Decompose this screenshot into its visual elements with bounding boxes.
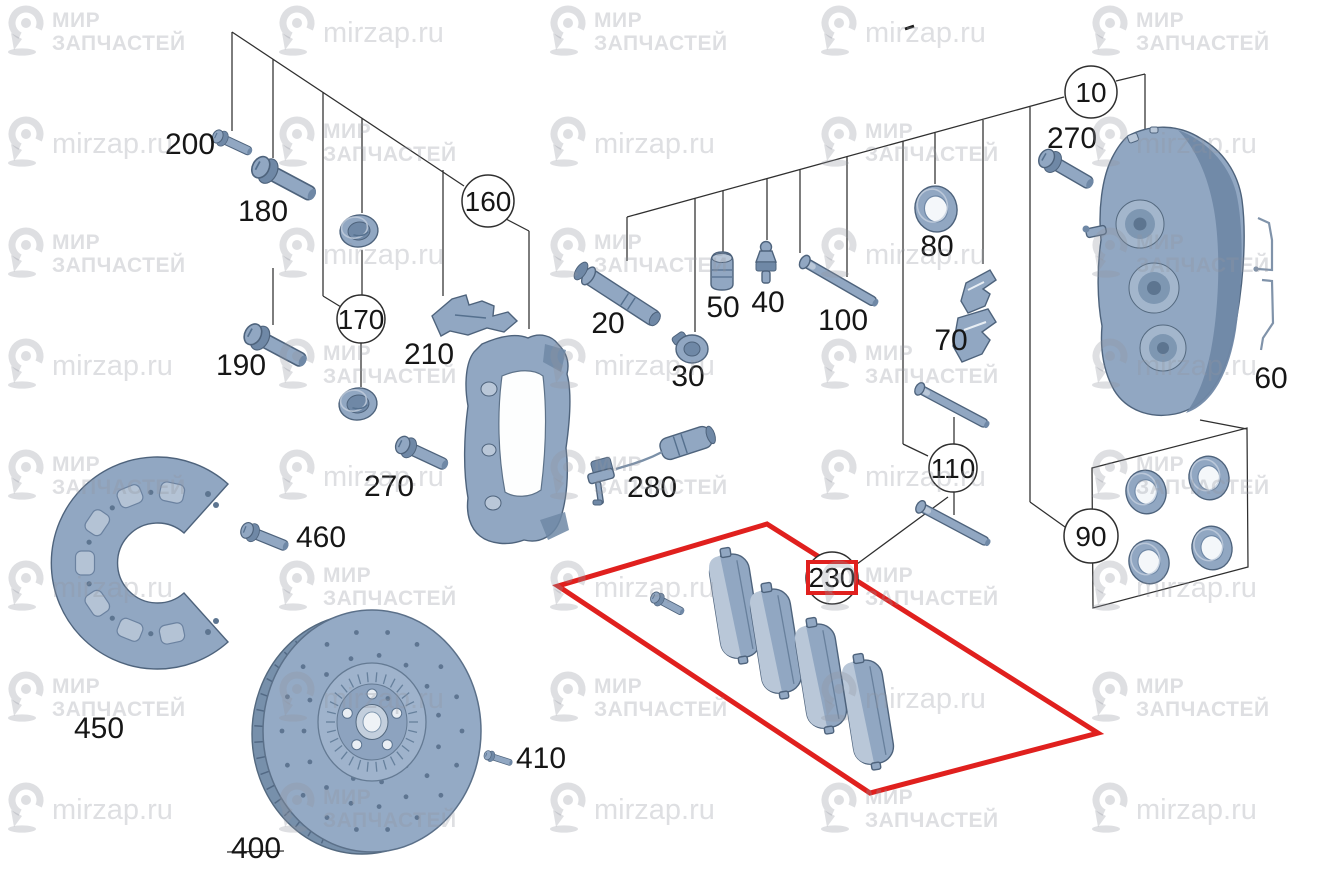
- part-wire-spring: [1253, 216, 1275, 351]
- shield-scallop-pads: [74, 481, 186, 645]
- svg-text:230: 230: [809, 562, 856, 593]
- small-mark: [904, 24, 915, 31]
- callout-280[interactable]: 280: [627, 471, 677, 504]
- leader-line: [1115, 73, 1146, 82]
- callout-100[interactable]: 100: [818, 304, 868, 337]
- svg-text:170: 170: [338, 304, 385, 335]
- callout-270-left[interactable]: 270: [364, 470, 414, 503]
- callout-410[interactable]: 410: [516, 742, 566, 775]
- callout-210[interactable]: 210: [404, 338, 454, 371]
- part-pad-bolt: [647, 589, 688, 620]
- parts: [50, 126, 1275, 855]
- leader-lines: [226, 31, 1248, 853]
- callout-190[interactable]: 190: [216, 349, 266, 382]
- part-retainer-springs-70: [952, 269, 997, 363]
- leader-line: [505, 218, 530, 232]
- callout-labels: 200 180 190 210 270 460 450 400 410 280 …: [74, 65, 1288, 865]
- part-bolt-270-left: [391, 431, 453, 477]
- part-wear-sensor-280: [587, 425, 716, 506]
- part-brake-disc-400: [251, 609, 482, 855]
- part-bleeder-valve-40: [755, 240, 777, 284]
- part-bolt-30: [671, 331, 709, 364]
- leader-line: [226, 850, 285, 853]
- disc-bolt-holes: [341, 688, 403, 751]
- callout-230-highlighted[interactable]: 230: [805, 551, 859, 605]
- part-splash-shield-450: [50, 456, 229, 670]
- part-pin-100: [796, 252, 882, 311]
- leader-line: [626, 96, 1065, 218]
- part-caliper-60: [1082, 126, 1245, 416]
- callout-80[interactable]: 80: [920, 230, 953, 263]
- callout-180[interactable]: 180: [238, 195, 288, 228]
- leader-line: [902, 443, 929, 457]
- callout-200[interactable]: 200: [165, 128, 215, 161]
- callout-160[interactable]: 160: [461, 174, 515, 228]
- svg-text:160: 160: [465, 186, 512, 217]
- part-cap-50: [710, 251, 734, 291]
- callout-60[interactable]: 60: [1254, 362, 1287, 395]
- callout-50[interactable]: 50: [706, 291, 739, 324]
- part-carrier-bracket: [463, 334, 571, 545]
- leader-line: [1029, 501, 1066, 528]
- highlight-frame: [552, 521, 1105, 796]
- part-pin-110-upper: [912, 380, 993, 433]
- part-nut-170-upper: [337, 211, 381, 251]
- part-seal-ring-80: [910, 181, 962, 237]
- svg-text:110: 110: [931, 453, 976, 484]
- part-clip-210: [431, 294, 519, 337]
- leader-line: [231, 31, 465, 187]
- part-bolt-200: [209, 126, 256, 161]
- leader-line: [322, 295, 342, 308]
- part-guide-pin-20: [573, 261, 661, 327]
- callout-70[interactable]: 70: [934, 324, 967, 357]
- callout-450[interactable]: 450: [74, 712, 124, 745]
- callout-30[interactable]: 30: [671, 360, 704, 393]
- part-screw-410: [482, 748, 515, 769]
- callout-400[interactable]: 400: [231, 832, 281, 865]
- callout-20[interactable]: 20: [591, 307, 624, 340]
- svg-text:90: 90: [1075, 521, 1106, 552]
- callout-170[interactable]: 170: [336, 294, 386, 344]
- caliper-piston-bores: [1115, 199, 1187, 372]
- callout-270-right[interactable]: 270: [1047, 122, 1097, 155]
- leader-line: [1199, 419, 1248, 430]
- callout-90[interactable]: 90: [1063, 508, 1119, 564]
- part-screw-460: [237, 518, 293, 557]
- callout-460[interactable]: 460: [296, 521, 346, 554]
- svg-text:10: 10: [1075, 77, 1106, 108]
- part-brake-pads-230: [708, 546, 895, 771]
- disc-hub-vanes: [326, 672, 418, 772]
- callout-40[interactable]: 40: [751, 286, 784, 319]
- callout-110[interactable]: 110: [928, 443, 978, 493]
- callout-10[interactable]: 10: [1064, 65, 1118, 119]
- leader-line: [856, 496, 949, 565]
- part-nut-170-lower: [336, 384, 380, 424]
- part-seal-kit-90: [1091, 427, 1249, 609]
